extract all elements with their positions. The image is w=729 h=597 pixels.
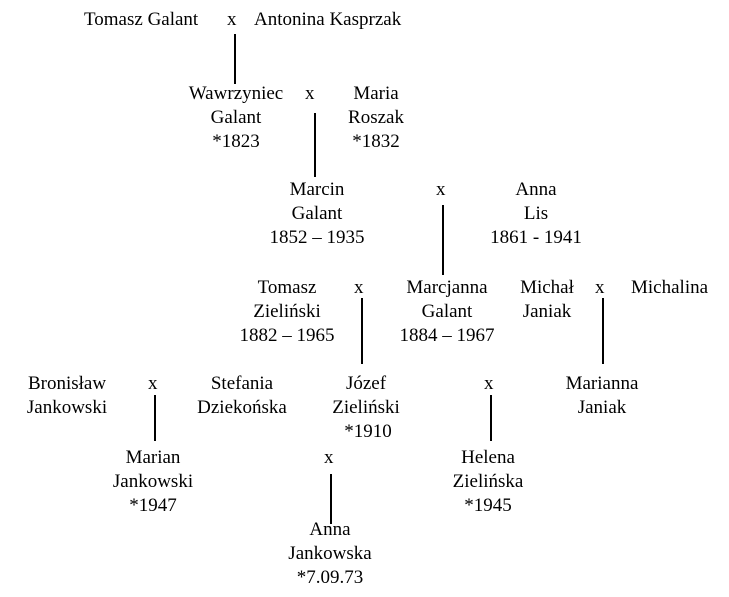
descent-line xyxy=(490,395,492,441)
person-name-line: Stefania xyxy=(210,373,274,394)
person-name-line: Tomasz Galant xyxy=(84,9,199,30)
person-name-line: Dziekońska xyxy=(197,397,287,418)
person-name-line: Galant xyxy=(291,203,343,224)
person-name-line: Zieliński xyxy=(253,301,321,322)
marriage-marker: x xyxy=(227,9,237,30)
person-name-line: Zieliński xyxy=(332,397,400,418)
marriage-marker: x xyxy=(436,179,446,200)
person-marcjanna-galant: Marcjanna Galant 1884 – 1967 xyxy=(388,276,506,348)
person-name-line: Wawrzyniec xyxy=(188,83,284,104)
person-name-line: Tomasz xyxy=(257,277,317,298)
person-antonina-kasprzak: Antonina Kasprzak xyxy=(254,8,401,32)
person-name-line: Michalina xyxy=(631,277,709,298)
marriage-marker: x xyxy=(148,373,158,394)
person-bronislaw-jankowski: Bronisław Jankowski xyxy=(12,372,122,420)
person-name-line: Maria xyxy=(353,83,399,104)
marriage-marker: x xyxy=(354,277,364,298)
person-name-line: Janiak xyxy=(577,397,627,418)
person-name-line: Józef xyxy=(345,373,387,394)
person-dates: 1852 – 1935 xyxy=(269,227,365,248)
person-dates: 1882 – 1965 xyxy=(239,325,335,346)
marriage-marker: x xyxy=(484,373,494,394)
person-helena-zielinska: Helena Zielińska *1945 xyxy=(436,446,540,518)
person-marcin-galant: Marcin Galant 1852 – 1935 xyxy=(258,178,376,250)
person-name-line: Antonina Kasprzak xyxy=(254,9,402,30)
person-name-line: Bronisław xyxy=(27,373,107,394)
person-maria-roszak: Maria Roszak *1832 xyxy=(335,82,417,154)
marriage-marker: x xyxy=(324,447,334,468)
person-name-line: Jankowski xyxy=(112,471,194,492)
person-name-line: Lis xyxy=(523,203,549,224)
person-wawrzyniec-galant: Wawrzyniec Galant *1823 xyxy=(182,82,290,154)
person-dates: 1861 - 1941 xyxy=(490,227,582,248)
person-dates: *1947 xyxy=(129,495,177,516)
person-name-line: Janiak xyxy=(522,301,572,322)
person-dates: *1910 xyxy=(344,421,392,442)
person-michalina: Michalina xyxy=(631,276,708,300)
person-name-line: Helena xyxy=(461,447,515,468)
person-anna-jankowska: Anna Jankowska *7.09.73 xyxy=(276,518,384,590)
descent-line xyxy=(234,34,236,84)
person-name-line: Marcin xyxy=(289,179,345,200)
person-name-line: Anna xyxy=(515,179,557,200)
person-name-line: Jankowska xyxy=(288,543,372,564)
marriage-marker: x xyxy=(305,83,315,104)
person-name-line: Galant xyxy=(421,301,473,322)
person-marian-jankowski: Marian Jankowski *1947 xyxy=(98,446,208,518)
person-anna-lis: Anna Lis 1861 - 1941 xyxy=(480,178,592,250)
person-dates: 1884 – 1967 xyxy=(399,325,495,346)
person-name-line: Marianna xyxy=(565,373,639,394)
person-name-line: Roszak xyxy=(348,107,404,128)
person-marianna-janiak: Marianna Janiak xyxy=(552,372,652,420)
person-name-line: Jankowski xyxy=(26,397,108,418)
person-name-line: Marcjanna xyxy=(406,277,488,298)
person-dates: *1823 xyxy=(212,131,260,152)
descent-line xyxy=(442,205,444,275)
descent-line xyxy=(361,298,363,364)
person-dates: *1832 xyxy=(352,131,400,152)
person-name-line: Michał xyxy=(520,277,574,298)
person-name-line: Anna xyxy=(309,519,351,540)
person-tomasz-galant: Tomasz Galant xyxy=(84,8,198,32)
person-name-line: Marian xyxy=(125,447,181,468)
marriage-marker: x xyxy=(595,277,605,298)
descent-line xyxy=(330,474,332,524)
person-jozef-zielinski: Józef Zieliński *1910 xyxy=(318,372,414,444)
person-michal-janiak: Michał Janiak xyxy=(512,276,582,324)
person-name-line: Zielińska xyxy=(452,471,524,492)
person-dates: *7.09.73 xyxy=(296,567,364,588)
descent-line xyxy=(602,298,604,364)
person-tomasz-zielinski: Tomasz Zieliński 1882 – 1965 xyxy=(228,276,346,348)
descent-line xyxy=(154,395,156,441)
descent-line xyxy=(314,113,316,177)
person-stefania-dziekonska: Stefania Dziekońska xyxy=(186,372,298,420)
person-name-line: Galant xyxy=(210,107,262,128)
person-dates: *1945 xyxy=(464,495,512,516)
